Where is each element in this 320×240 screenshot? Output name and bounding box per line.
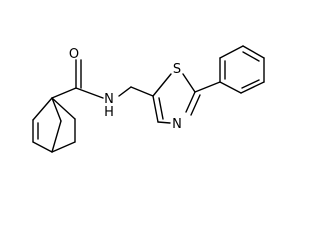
bond-bridge-a: [51, 97, 62, 122]
amide-nitrogen-label: N: [104, 92, 114, 107]
bond-c2-n3: [185, 91, 196, 113]
bond-carbonyl-n: [75, 87, 104, 99]
bond-ph-2-3-double: [241, 79, 260, 89]
bond-ph-4-5: [242, 45, 265, 59]
bond-thiazole-phenyl: [194, 81, 221, 93]
bond-ph-4-5-double: [242, 51, 260, 62]
bond-c2-c3: [32, 141, 53, 153]
thiazole-ring: [152, 73, 201, 124]
bond-ph-2-3: [240, 81, 265, 94]
atom-labels: O N H S N: [69, 47, 182, 132]
thiazole-nitrogen-label: N: [172, 117, 182, 132]
bond-c3-c4: [51, 141, 76, 153]
bond-s-c2: [182, 73, 196, 93]
bond-c5-c6: [51, 97, 76, 120]
thiazole-sulfur-label: S: [173, 62, 181, 77]
bond-n-ch2: [118, 86, 132, 97]
bond-c2-n3-double: [190, 94, 201, 116]
norbornene-fragment: [32, 97, 76, 153]
amide-linker: [51, 59, 154, 99]
bond-bridge-b: [51, 120, 62, 153]
bond-ph-1-2: [219, 81, 242, 94]
chemical-structure-diagram: O N H S N: [32, 45, 265, 153]
bond-c5-s: [152, 73, 172, 97]
bond-c4-c5: [152, 95, 159, 123]
phenyl-ring: [194, 45, 265, 94]
structure-canvas: O N H S N: [32, 45, 265, 153]
bond-ch2-thiazole: [130, 86, 154, 97]
amide-hydrogen-label: H: [104, 105, 114, 120]
oxygen-label: O: [69, 47, 79, 62]
bond-ring-carbonyl: [51, 87, 77, 99]
bond-c4-c5-double: [158, 97, 164, 120]
bond-n3-c4: [157, 121, 171, 124]
bond-ph-5-6: [219, 45, 244, 59]
bond-c6-c1: [32, 97, 53, 121]
